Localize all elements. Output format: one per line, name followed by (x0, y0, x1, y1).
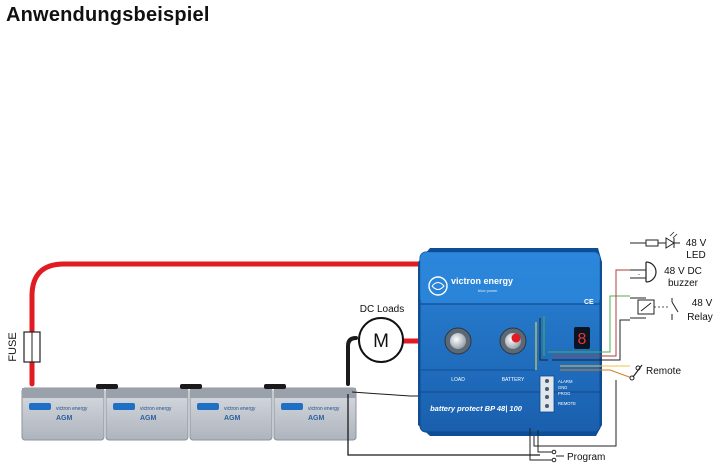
device-brand: victron energy (451, 276, 513, 286)
seven-segment-display (574, 327, 590, 349)
motor-symbol: M (373, 331, 389, 352)
series-link (180, 384, 202, 389)
series-link (96, 384, 118, 389)
connector-block (539, 375, 555, 413)
motor: DC Loads M (358, 304, 404, 363)
remote-label: Remote (646, 366, 681, 377)
buzzer-icon: - (630, 261, 657, 283)
negative-wire-gnd (347, 394, 540, 456)
battery-brand-label: victron energy (224, 406, 256, 412)
pin-label-gnd: GND (558, 385, 567, 390)
svg-text:-: - (638, 272, 640, 278)
battery-brand-label: victron energy (308, 406, 340, 412)
pin-label-prog: PROG (558, 391, 570, 396)
led-icon (630, 231, 680, 249)
battery-model-label: AGM (140, 415, 157, 422)
led-label-line2: LED (686, 250, 705, 261)
control-wire (539, 318, 548, 361)
fuse: FUSE (7, 331, 41, 363)
relay-label-line2: Relay (687, 312, 713, 323)
device-name: battery protect BP 48| 100 (430, 404, 523, 413)
remote-wire (560, 369, 633, 379)
device-tagline: blue power (478, 288, 498, 293)
remote-switch-icon (629, 364, 643, 381)
battery-4: victron energy AGM (273, 387, 357, 441)
led-label-line1: 48 V (686, 238, 707, 249)
buzzer-label-line2: buzzer (668, 278, 699, 289)
alarm-wire (552, 319, 630, 361)
negative-wire-load (346, 336, 358, 386)
program-wire (537, 430, 552, 453)
victron-logo-icon (428, 276, 448, 296)
alarm-wire (552, 269, 630, 357)
motor-label: DC Loads (360, 304, 404, 315)
battery-2: victron energy AGM (105, 387, 189, 441)
remote-wire (533, 380, 617, 447)
battery-model-label: AGM (224, 415, 241, 422)
ce-mark: CE (584, 299, 594, 306)
display-digit: 8 (578, 331, 587, 348)
load-terminal (444, 327, 472, 355)
battery-model-label: AGM (308, 415, 325, 422)
relay-icon (630, 297, 679, 320)
battery-bank: victron energy AGM victron energy AGM vi… (21, 384, 357, 441)
pin-label-remote: REMOTE (558, 401, 576, 406)
buzzer-label-line1: 48 V DC (664, 266, 702, 277)
battery-3: victron energy AGM (189, 387, 273, 441)
battery-model-label: AGM (56, 415, 73, 422)
battery-terminal-label: BATTERY (502, 377, 525, 383)
pin-label-alarm: ALARM (558, 379, 573, 384)
battery-protect-device: victron energy blue power CE LOAD BATTER… (418, 248, 602, 436)
program-wire (529, 428, 552, 461)
program-label: Program (567, 452, 605, 463)
series-link (264, 384, 286, 389)
load-terminal-label: LOAD (451, 377, 465, 383)
fuse-label: FUSE (7, 332, 19, 361)
page-title: Anwendungsbeispiel (6, 4, 210, 26)
battery-brand-label: victron energy (56, 406, 88, 412)
alarm-wire (548, 295, 630, 353)
relay-label-line1: 48 V (692, 298, 713, 309)
program-switch-icon (551, 449, 564, 463)
battery-brand-label: victron energy (140, 406, 172, 412)
battery-1: victron energy AGM (21, 387, 105, 441)
